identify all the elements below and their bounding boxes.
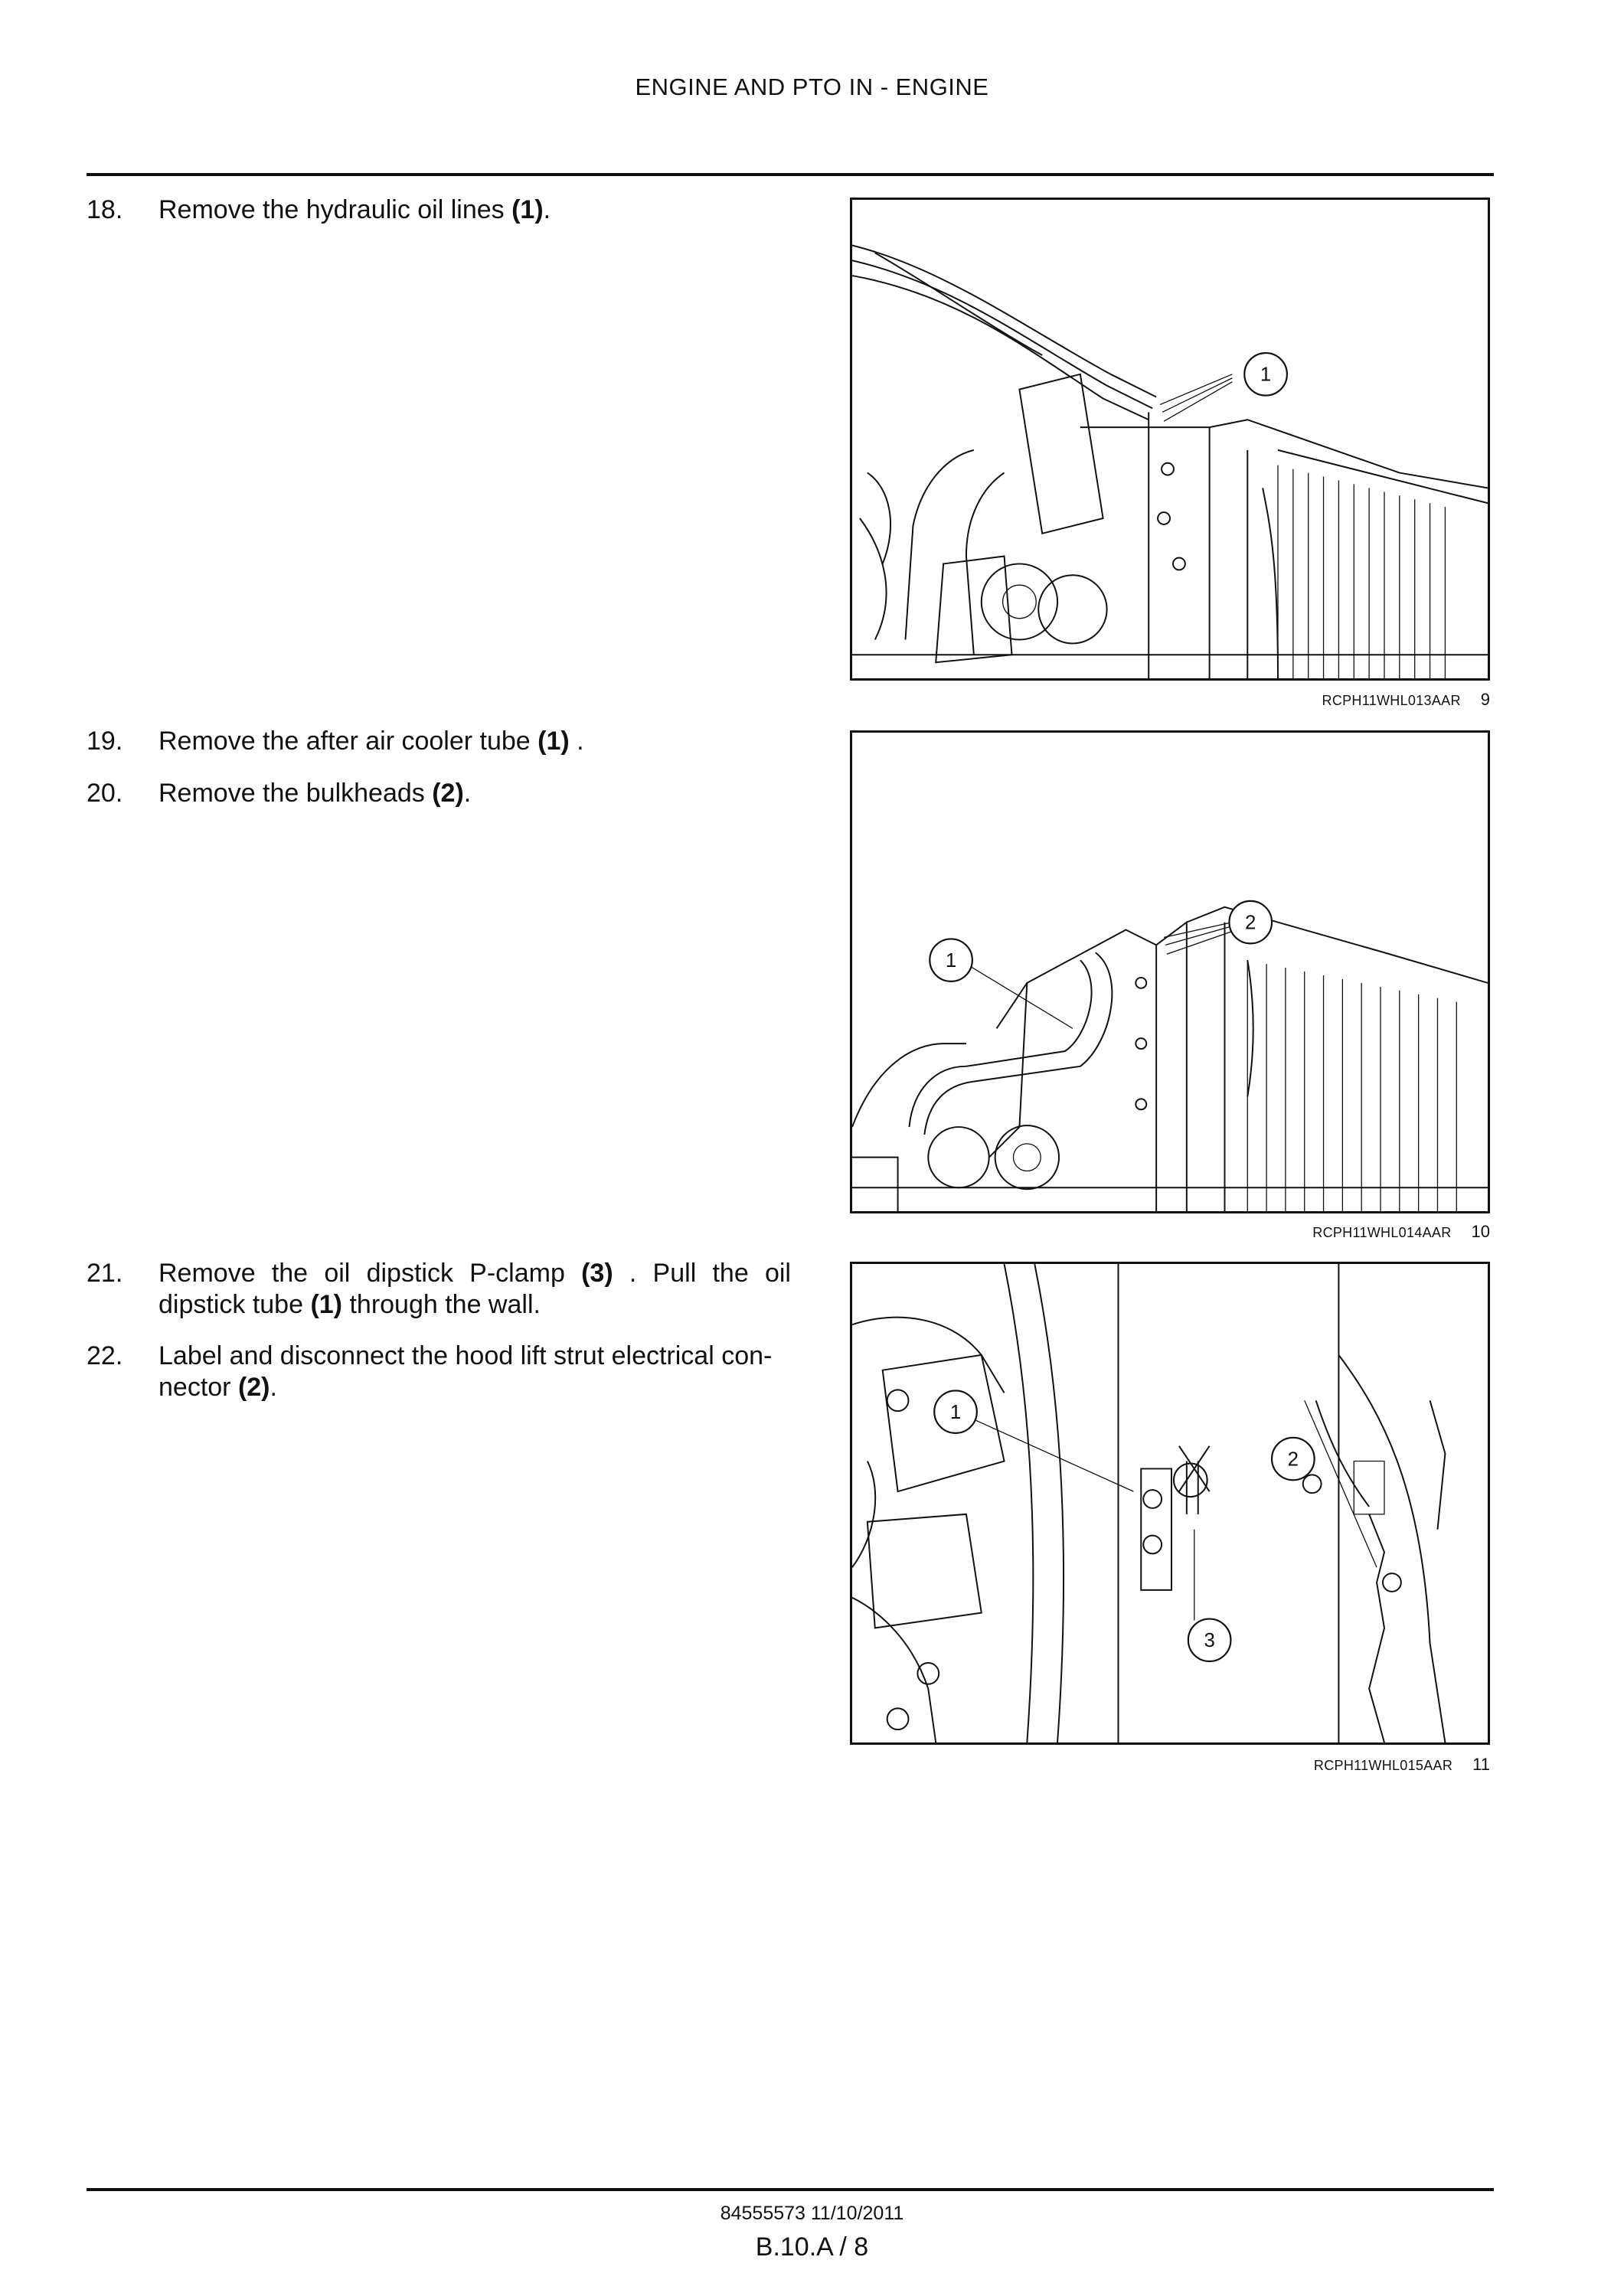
figure-9-illustration: 1 [850,198,1490,681]
callout-ref: (1) [538,727,570,756]
callout-label: 2 [1288,1448,1299,1470]
figure-code: RCPH11WHL015AAR [1313,1758,1453,1773]
step-number: 20. [87,779,123,808]
figure-11-illustration: 1 2 3 [850,1262,1490,1745]
callout-circle [1228,900,1273,945]
engine-air-cooler-tube-drawing: 1 2 [852,900,1488,1211]
page-header-title: ENGINE AND PTO IN - ENGINE [635,73,989,100]
header-rule [87,173,1494,176]
callout-label: 1 [946,950,956,972]
step-text: Remove the hydraulic oil lines (1). [158,195,551,224]
figure-10-caption: RCPH11WHL014AAR 10 [850,1222,1490,1242]
callout-circle [1270,1436,1315,1481]
step-21: 21. Remove the oil dipstick P-clamp (3) … [87,1258,791,1327]
footer-document-id: 84555573 11/10/2011 [720,2203,904,2224]
step-number: 19. [87,727,123,756]
step-number: 22. [87,1341,123,1370]
step-22: 22. Label and disconnect the hood lift s… [87,1341,791,1409]
step-number: 21. [87,1259,123,1288]
callout-circle [929,938,973,982]
figure-10-illustration: 1 2 [850,730,1490,1213]
figure-number: 11 [1472,1755,1490,1774]
callout-ref: (1) [310,1290,343,1319]
callout-ref: (2) [432,779,464,808]
step-number: 18. [87,195,123,224]
callout-label: 2 [1245,913,1256,934]
figure-number: 10 [1471,1222,1490,1241]
step-text: Remove the after air cooler tube (1) . [158,727,584,756]
figure-9-caption: RCPH11WHL013AAR 9 [850,690,1490,710]
figure-code: RCPH11WHL013AAR [1322,693,1461,708]
callout-label: 3 [1204,1630,1214,1651]
engine-hydraulic-lines-drawing: 1 [852,244,1488,678]
step-text: Remove the oil dipstick P-clamp (3) . Pu… [158,1259,791,1319]
footer-page-number: B.10.A / 8 [755,2232,869,2262]
callout-ref: (1) [511,195,544,224]
callout-ref: (2) [237,1373,270,1402]
callout-label: 1 [1260,364,1271,386]
figure-code: RCPH11WHL014AAR [1312,1225,1452,1240]
footer-rule [87,2188,1494,2191]
step-text: Remove the bulkheads (2). [158,779,472,808]
callout-label: 1 [950,1402,961,1423]
figure-11-caption: RCPH11WHL015AAR 11 [850,1755,1490,1775]
callout-circle [1243,351,1288,397]
engine-dipstick-strut-drawing: 1 2 3 [852,1264,1446,1742]
callout-circle [1187,1618,1232,1663]
callout-circle [933,1390,978,1434]
step-text: Label and disconnect the hood lift strut… [158,1341,773,1402]
callout-ref: (3) [581,1259,613,1288]
figure-number: 9 [1480,690,1490,709]
